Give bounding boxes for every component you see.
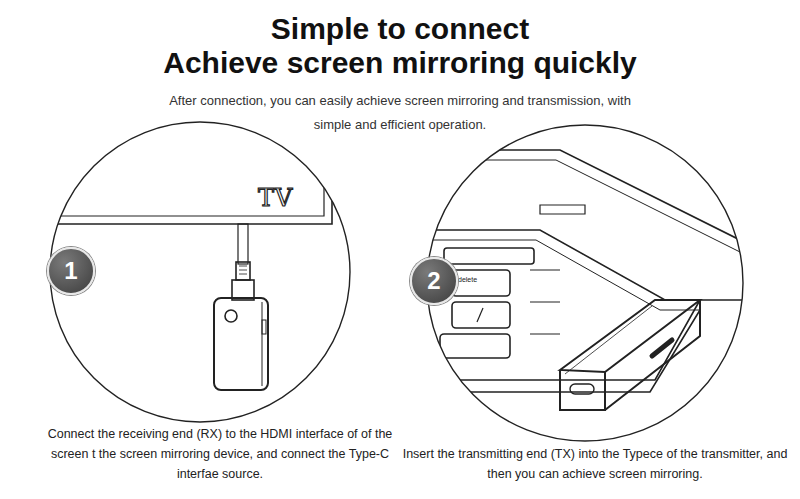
tx-dongle-body: [560, 300, 700, 410]
step-caption: Connect the receiving end (RX) to the HD…: [30, 424, 410, 484]
intro-text: After connection, you can easily achieve…: [150, 89, 650, 137]
dongle-edge: [262, 302, 263, 386]
key-row: [444, 248, 534, 264]
plug-grip: [239, 266, 247, 274]
type-c-port: [570, 384, 594, 394]
key-edge: [530, 270, 560, 334]
step-caption: Insert the transmitting end (TX) into th…: [395, 444, 795, 484]
callout-number: 1: [47, 247, 95, 295]
hdmi-plug: [236, 262, 250, 280]
key: [440, 334, 510, 358]
callout-text: 1: [64, 257, 77, 285]
hinge: [540, 205, 585, 214]
callout-number: 2: [410, 257, 458, 305]
detail-circle: [50, 122, 350, 422]
callout-text: 2: [427, 267, 440, 295]
detail-circle: [427, 125, 743, 441]
delete-key: [452, 270, 510, 296]
slash-key: [452, 302, 510, 328]
laptop-scene: [420, 150, 760, 410]
tv-screen-edge: [40, 120, 324, 216]
heading: Simple to connect: [0, 12, 800, 46]
key-label: delete: [458, 276, 477, 283]
receiver-dongle: [214, 298, 268, 390]
tv-frame: [40, 120, 332, 224]
tv-scene: [40, 120, 332, 390]
dongle-port: [262, 320, 266, 334]
slash-mark: [477, 308, 483, 322]
lid-edge: [430, 160, 760, 262]
tx-button: [652, 340, 672, 356]
hdmi-cable: [238, 224, 248, 264]
subheading: Achieve screen mirroring quickly: [0, 46, 800, 80]
dongle-highlight: [565, 306, 652, 374]
dongle-led: [225, 310, 237, 322]
device-label: TV: [258, 184, 293, 212]
